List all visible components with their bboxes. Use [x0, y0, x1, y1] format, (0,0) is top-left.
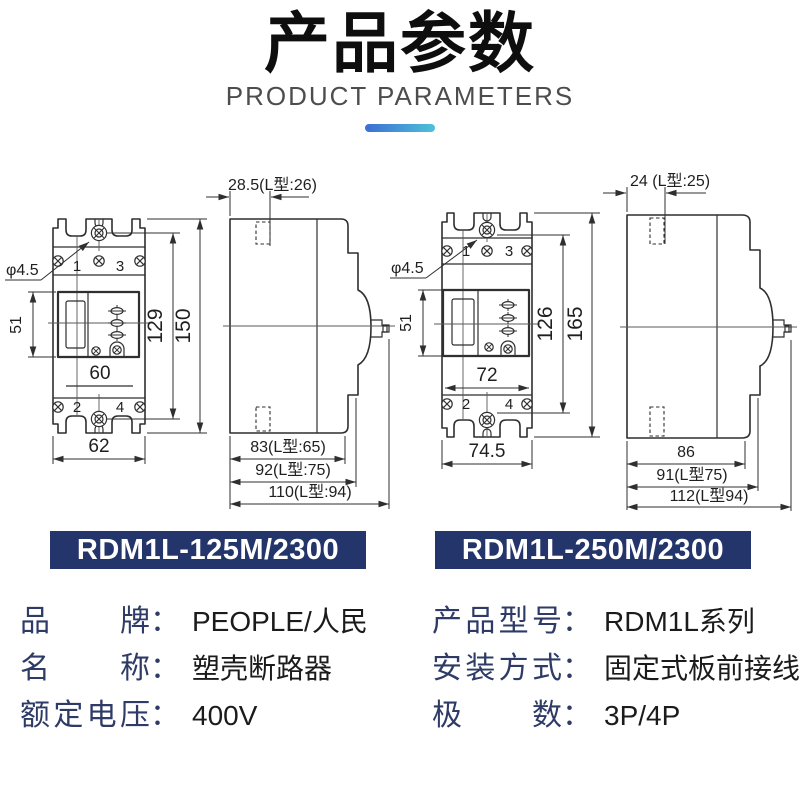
hole-diameter-label: φ4.5 [391, 260, 424, 277]
header: 产品参数 PRODUCT PARAMETERS [0, 0, 800, 132]
spec-colon: ： [150, 699, 180, 732]
dim-91: 91(L型75) [656, 466, 727, 484]
dim-86: 86 [677, 444, 695, 461]
spec-colon: ： [561, 652, 592, 685]
spec-value: 3P/4P [604, 700, 681, 731]
dimension-drawings: 1 3 2 4 51 60 62 129 150 [5, 172, 797, 511]
spec-value: RDM1L系列 [604, 606, 755, 637]
dim-72: 72 [476, 365, 497, 386]
spec-label: 产品型号 [432, 605, 562, 638]
spec-label: 安装方式 [432, 652, 562, 685]
spec-row-poles: 极数： 3P/4P [432, 692, 800, 739]
front-view-right-drawing: 1 3 2 4 51 72 74.5 126 165 [390, 212, 600, 469]
spec-colon: ： [562, 699, 592, 732]
dim-60: 60 [89, 363, 110, 384]
dim-110: 110(L型:94) [268, 483, 351, 501]
model-name-bar-left: RDM1L-125M/2300 [50, 531, 366, 569]
dim-92: 92(L型:75) [255, 461, 331, 479]
dim-62: 62 [88, 436, 109, 457]
spec-row-brand: 品牌： PEOPLE/人民 [20, 598, 420, 645]
spec-value: 固定式板前接线 [603, 653, 800, 684]
dim-51-left: 51 [8, 316, 25, 334]
spec-row-mounting: 安装方式： 固定式板前接线 [432, 645, 800, 692]
title-underline-bar [365, 124, 435, 132]
dim-74-5: 74.5 [469, 441, 506, 462]
spec-value: 塑壳断路器 [192, 653, 333, 684]
dim-depth-top-left: 28.5(L型:26) [228, 176, 317, 194]
spec-label: 名称 [20, 652, 150, 685]
spec-column-right: 产品型号：RDM1L系列 安装方式：固定式板前接线 极数：3P/4P [432, 598, 800, 739]
hole-diameter-label: φ4.5 [6, 262, 39, 279]
spec-colon: ： [562, 605, 592, 638]
spec-column-left: 品牌：PEOPLE/人民 名称：塑壳断路器 额定电压：400V [20, 598, 420, 739]
spec-label: 极数 [432, 699, 562, 732]
dim-83: 83(L型:65) [250, 438, 326, 456]
terminal-4-label: 4 [116, 399, 124, 416]
page-title: 产品参数 [264, 6, 536, 80]
front-view-left-drawing: 1 3 2 4 51 60 62 129 150 [5, 218, 207, 464]
terminal-3-label: 3 [116, 258, 124, 275]
dim-129: 129 [144, 308, 167, 343]
spec-row-name: 名称： 塑壳断路器 [20, 645, 420, 692]
spec-row-rated-voltage: 额定电压： 400V [20, 692, 420, 739]
terminal-2-label: 2 [73, 399, 81, 416]
spec-colon: ： [150, 605, 180, 638]
page-subtitle: PRODUCT PARAMETERS [225, 81, 575, 111]
spec-value: 400V [192, 700, 258, 731]
spec-row-model: 产品型号： RDM1L系列 [432, 598, 800, 645]
terminal-1-label: 1 [73, 258, 81, 275]
spec-value: PEOPLE/人民 [192, 606, 368, 637]
dim-depth-top-right: 24 (L型:25) [630, 172, 710, 190]
side-view-left-drawing: 28.5(L型:26) 83(L型:65) 92(L型:75) 110(L型:9… [206, 176, 395, 509]
dim-112: 112(L型94) [670, 487, 749, 505]
spec-colon: ： [150, 652, 180, 685]
spec-label: 额定电压 [20, 699, 150, 732]
dim-126: 126 [534, 306, 557, 341]
terminal-4-label: 4 [505, 396, 513, 413]
side-view-right-drawing: 24 (L型:25) 86 91(L型75) 112(L型94) [603, 172, 797, 511]
terminal-1-label: 1 [462, 243, 470, 260]
spec-label: 品牌 [20, 605, 150, 638]
dim-165: 165 [564, 306, 587, 341]
terminal-3-label: 3 [505, 243, 513, 260]
dim-51-right: 51 [398, 314, 415, 332]
terminal-2-label: 2 [462, 396, 470, 413]
model-name-bar-right: RDM1L-250M/2300 [435, 531, 751, 569]
dim-150: 150 [172, 308, 195, 343]
